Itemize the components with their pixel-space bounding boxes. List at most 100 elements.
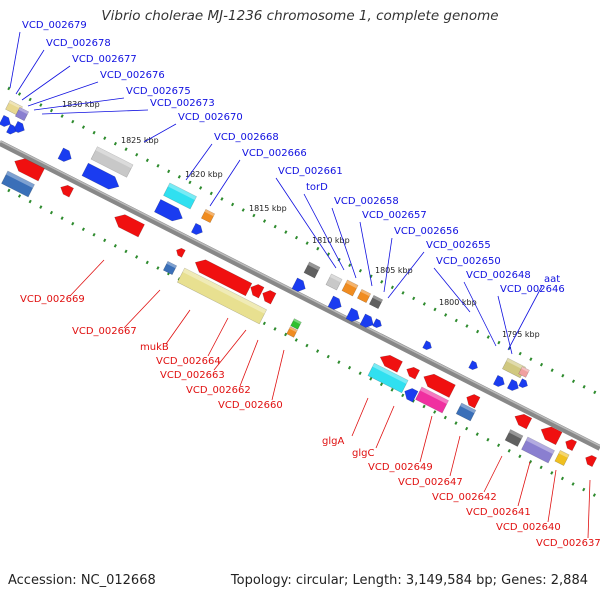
- forward-gene-label: VCD_002679: [22, 20, 87, 31]
- topology-text: Topology: circular; Length: 3,149,584 bp…: [230, 573, 588, 588]
- forward-gene-label: VCD_002678: [46, 38, 111, 49]
- forward-gene-arrow: [345, 307, 360, 322]
- reverse-gene-arrow: [114, 214, 145, 238]
- forward-label-leader: [27, 81, 99, 107]
- forward-label-leader: [387, 251, 425, 299]
- forward-gene-label: VCD_002650: [436, 256, 501, 267]
- reverse-label-leader: [419, 415, 433, 463]
- reverse-gene-arrow: [176, 247, 186, 258]
- forward-gene-block: [325, 273, 343, 291]
- reverse-label-leader: [517, 461, 531, 507]
- forward-gene-label: VCD_002673: [150, 98, 215, 109]
- reverse-gene-arrow: [585, 455, 598, 468]
- reverse-gene-block: [455, 402, 477, 422]
- scale-tick-label: 1830 kbp: [62, 100, 100, 109]
- reverse-gene-block: [1, 170, 35, 198]
- forward-label-leader: [9, 31, 21, 89]
- reverse-gene-arrow: [514, 414, 533, 430]
- forward-label-leader: [507, 285, 543, 351]
- reverse-gene-arrow: [540, 426, 563, 446]
- reverse-gene-arrow: [466, 394, 481, 409]
- gene-features: [0, 100, 598, 468]
- reverse-gene-label: VCD_002664: [156, 356, 221, 367]
- reverse-gene-arrow: [60, 185, 74, 198]
- reverse-gene-arrow: [262, 290, 277, 305]
- forward-gene-block: [518, 366, 530, 378]
- scale-tick-label: 1800 kbp: [439, 298, 477, 307]
- reverse-gene-label: VCD_002637: [536, 538, 600, 549]
- forward-gene-arrow: [372, 318, 382, 329]
- scale-tick-label: 1810 kbp: [312, 236, 350, 245]
- forward-gene-arrow: [327, 295, 342, 310]
- forward-gene-label: aat: [544, 274, 560, 285]
- reverse-gene-label: VCD_002667: [72, 326, 137, 337]
- forward-gene-block: [14, 106, 30, 122]
- reverse-gene-arrow: [14, 158, 45, 182]
- scale-tick-label: 1805 kbp: [375, 266, 413, 275]
- forward-gene-arrow: [492, 374, 505, 387]
- forward-gene-arrow: [422, 340, 432, 351]
- forward-gene-label: VCD_002656: [394, 226, 459, 237]
- reverse-gene-label: VCD_002663: [160, 370, 225, 381]
- forward-gene-label: VCD_002661: [278, 166, 343, 177]
- reverse-gene-label: VCD_002660: [218, 400, 283, 411]
- reverse-gene-block: [521, 436, 555, 464]
- reverse-gene-arrow: [379, 355, 403, 373]
- forward-label-leader: [303, 193, 345, 271]
- forward-gene-arrow: [6, 123, 16, 135]
- reverse-gene-label: VCD_002662: [186, 385, 251, 396]
- forward-gene-label: VCD_002675: [126, 86, 191, 97]
- forward-label-leader: [143, 123, 177, 143]
- forward-label-leader: [15, 49, 45, 95]
- scale-tick-label: 1815 kbp: [249, 204, 287, 213]
- forward-gene-label: VCD_002657: [362, 210, 427, 221]
- reverse-label-leader: [207, 317, 229, 357]
- reverse-gene-arrow: [194, 259, 253, 297]
- forward-gene-block: [90, 146, 134, 178]
- forward-label-leader: [497, 295, 513, 355]
- accession-text: Accession: NC_012668: [8, 573, 156, 588]
- forward-gene-label: VCD_002655: [426, 240, 491, 251]
- forward-gene-arrow: [190, 222, 203, 235]
- forward-gene-label: VCD_002658: [334, 196, 399, 207]
- forward-gene-block: [341, 279, 359, 297]
- reverse-gene-block: [554, 450, 570, 466]
- forward-gene-block: [163, 182, 197, 210]
- forward-gene-arrow: [81, 162, 120, 190]
- forward-label-leader: [185, 143, 213, 181]
- forward-label-leader: [463, 281, 497, 347]
- reverse-gene-arrow: [250, 284, 265, 299]
- reverse-label-leader: [375, 405, 395, 449]
- reverse-gene-block: [162, 260, 178, 276]
- forward-gene-block: [368, 294, 384, 310]
- reverse-gene-block: [367, 362, 409, 394]
- reverse-gene-block: [286, 326, 298, 338]
- reverse-gene-label: VCD_002647: [398, 477, 463, 488]
- label-leader-lines: [9, 31, 591, 539]
- reverse-gene-block: [504, 429, 524, 447]
- forward-label-leader: [383, 237, 393, 293]
- forward-gene-block: [303, 261, 321, 279]
- chromosome-backbone: [0, 140, 600, 451]
- reverse-gene-label: mukB: [140, 342, 169, 353]
- reverse-label-leader: [547, 469, 557, 523]
- reverse-gene-block: [290, 318, 302, 330]
- reverse-gene-label: VCD_002641: [466, 507, 531, 518]
- forward-label-leader: [21, 65, 71, 101]
- forward-gene-label: VCD_002676: [100, 70, 165, 81]
- forward-gene-label: torD: [306, 182, 328, 193]
- forward-gene-label: VCD_002677: [72, 54, 137, 65]
- reverse-gene-block: [177, 267, 267, 325]
- forward-label-leader: [433, 267, 471, 313]
- forward-gene-arrow: [518, 378, 528, 389]
- reverse-gene-label: VCD_002669: [20, 294, 85, 305]
- forward-gene-arrow: [12, 120, 25, 133]
- forward-label-leader: [209, 159, 241, 207]
- forward-gene-label: VCD_002668: [214, 132, 279, 143]
- scale-tick-label: 1820 kbp: [185, 170, 223, 179]
- reverse-label-leader: [483, 455, 503, 493]
- forward-gene-arrow: [506, 378, 519, 391]
- forward-gene-arrow: [291, 277, 306, 292]
